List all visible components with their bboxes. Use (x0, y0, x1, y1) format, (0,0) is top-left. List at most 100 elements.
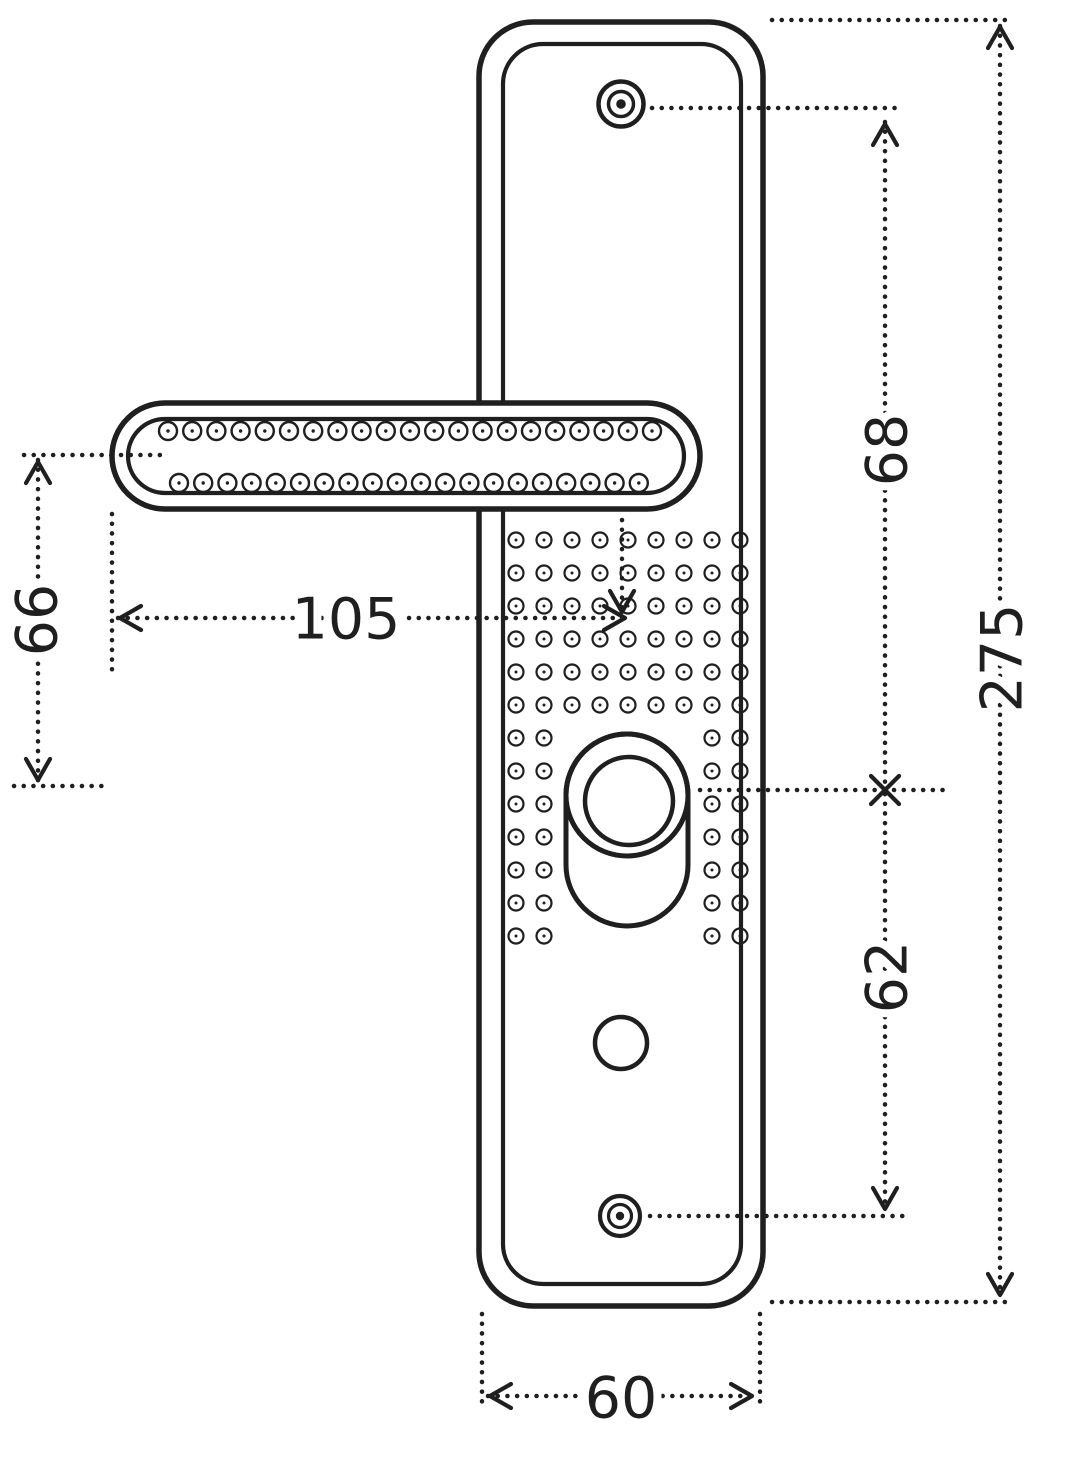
texture-ring (703, 828, 721, 846)
texture-ring (157, 420, 179, 442)
texture-dot (491, 481, 496, 485)
texture-ring (520, 420, 542, 442)
texture-dot (598, 703, 602, 707)
texture-dot (298, 481, 302, 485)
texture-dot (542, 934, 546, 938)
texture-dot (598, 538, 602, 542)
texture-dot (612, 481, 617, 485)
texture-ring (507, 828, 525, 846)
texture-dot (274, 481, 278, 485)
texture-ring (731, 663, 749, 681)
texture-dot (467, 481, 472, 485)
texture-dot (637, 481, 641, 485)
texture-dot (738, 604, 742, 608)
texture-dot (738, 835, 742, 839)
texture-ring (507, 762, 525, 780)
texture-dot (626, 703, 630, 707)
texture-dot (710, 703, 714, 707)
texture-ring (675, 696, 693, 714)
texture-ring (647, 597, 665, 615)
texture-ring (507, 472, 528, 494)
texture-ring (647, 564, 665, 582)
bottom-screw-outer-ring (597, 1193, 643, 1239)
texture-ring (303, 420, 324, 442)
texture-ring (731, 564, 749, 582)
texture-dot (370, 481, 375, 485)
arrowhead-275-down (985, 1271, 1015, 1298)
dimension-label-axis-to-bottom-screw: 62 (855, 941, 921, 1014)
texture-dot (626, 571, 630, 575)
texture-ring (675, 663, 693, 681)
texture-dot (570, 538, 574, 542)
texture-dot (654, 670, 658, 674)
backplate (476, 19, 766, 1309)
bottom-screw-hole (597, 1193, 643, 1239)
texture-ring (535, 630, 553, 648)
texture-dot (570, 637, 574, 641)
texture-dot (514, 769, 518, 773)
texture-dot (738, 736, 742, 740)
dimension-label-top-screw-to-axis: 68 (855, 414, 921, 487)
dimension-lines (35, 23, 1003, 1399)
texture-dot (626, 670, 630, 674)
texture-ring (535, 795, 553, 813)
texture-dot (710, 868, 714, 872)
texture-dot (710, 736, 714, 740)
texture-ring (593, 420, 614, 442)
texture-ring (591, 531, 609, 549)
texture-dot (514, 604, 518, 608)
texture-ring (580, 472, 601, 494)
texture-ring (563, 597, 581, 615)
texture-dot (542, 736, 546, 740)
texture-ring (241, 472, 262, 494)
texture-ring (217, 472, 238, 494)
texture-dot (738, 670, 742, 674)
texture-dot (682, 670, 686, 674)
texture-dot (542, 670, 546, 674)
texture-ring (206, 420, 227, 442)
texture-dot (626, 637, 630, 641)
texture-ring (472, 420, 493, 442)
texture-dot (542, 769, 546, 773)
dimension-label-handle-offset: 66 (5, 584, 71, 657)
texture-ring (168, 472, 190, 494)
texture-dot (710, 670, 714, 674)
texture-dot (542, 571, 546, 575)
texture-ring (563, 564, 581, 582)
texture-dot (542, 538, 546, 542)
texture-ring (192, 472, 214, 494)
texture-dot (542, 868, 546, 872)
texture-ring (327, 420, 348, 442)
texture-dot (710, 604, 714, 608)
texture-dot (577, 429, 582, 433)
texture-ring (535, 861, 553, 879)
drawing-root: 275 68 62 66 105 60 (0, 17, 1044, 1440)
bottom-screw-center-dot (615, 1211, 625, 1221)
dimension-label-handle-reach: 105 (292, 587, 401, 653)
texture-dot (335, 429, 340, 433)
texture-dot (311, 429, 315, 433)
texture-ring (731, 762, 749, 780)
texture-dot (650, 429, 654, 433)
texture-dot (516, 481, 520, 485)
texture-ring (731, 696, 749, 714)
texture-dot (738, 802, 742, 806)
texture-ring (731, 828, 749, 846)
texture-dot (322, 481, 326, 485)
texture-ring (545, 420, 566, 442)
dimension-label-plate-width: 60 (585, 1366, 658, 1432)
door-handle (109, 400, 703, 512)
texture-ring (535, 597, 553, 615)
texture-dot (287, 429, 291, 433)
texture-ring (507, 663, 525, 681)
texture-ring (617, 420, 638, 442)
cylinder-capsule-outline (563, 731, 691, 929)
texture-dot (601, 429, 606, 433)
texture-dot (682, 538, 686, 542)
texture-dot (514, 868, 518, 872)
texture-ring (641, 420, 663, 442)
texture-dot (738, 934, 742, 938)
texture-dot (710, 835, 714, 839)
texture-dot (598, 604, 602, 608)
texture-dot (514, 901, 518, 905)
